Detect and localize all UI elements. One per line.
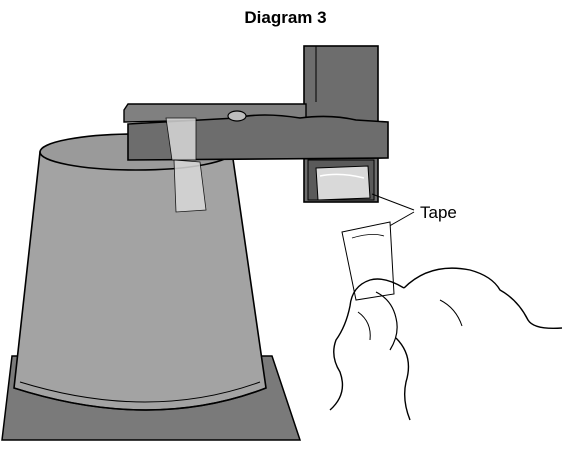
tape-in-clamp [316, 166, 370, 200]
hand-holding-tape [330, 222, 562, 420]
pivot-screw [228, 111, 246, 121]
tape-label: Tape [420, 203, 457, 222]
inverted-cup [14, 134, 266, 410]
